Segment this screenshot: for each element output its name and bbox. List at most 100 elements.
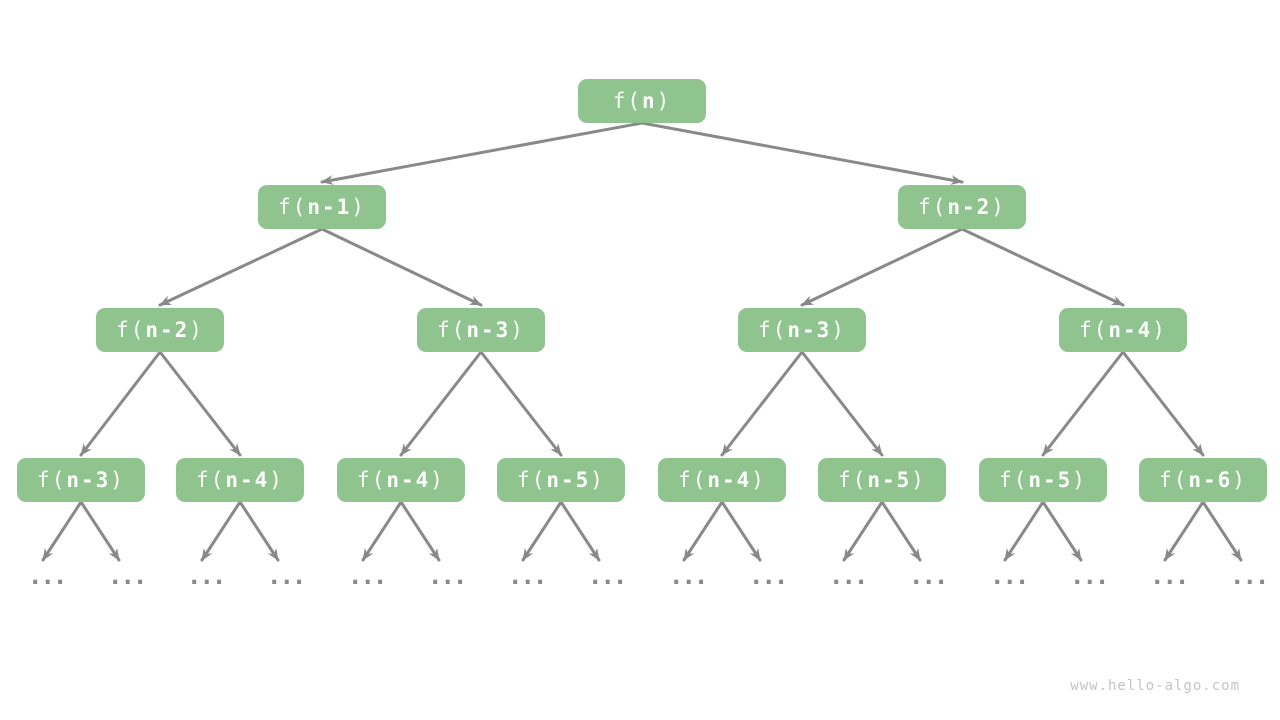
edge-arrow (521, 500, 563, 562)
ellipsis-leaf: ... (1070, 562, 1109, 590)
node-label: f( (918, 195, 948, 219)
edge-arrow (842, 500, 884, 562)
node-label: ) (590, 468, 605, 492)
ellipsis-leaf: ... (1150, 562, 1189, 590)
node-label: f( (1079, 318, 1109, 342)
tree-node: f(n-4) (176, 458, 304, 502)
edge-arrow (1201, 500, 1243, 562)
node-label: f( (437, 318, 467, 342)
node-label: f( (838, 468, 868, 492)
node-label-bold: n-4 (1108, 318, 1153, 342)
edge-arrow (559, 500, 601, 562)
edge-arrow (361, 500, 403, 562)
tree-node: f(n-3) (417, 308, 545, 352)
node-label: f( (612, 89, 642, 113)
node-label: ) (1232, 468, 1247, 492)
node-label: ) (510, 318, 525, 342)
ellipsis-leaf: ... (749, 562, 788, 590)
edge-arrow (800, 350, 884, 457)
node-label: ) (430, 468, 445, 492)
edge-arrow (158, 227, 324, 307)
watermark: www.hello-algo.com (1070, 678, 1240, 694)
ellipsis-leaf: ... (508, 562, 547, 590)
ellipsis-leaf: ... (428, 562, 467, 590)
node-label: ) (110, 468, 125, 492)
node-label-bold: n-3 (66, 468, 111, 492)
edge-arrow (158, 350, 242, 457)
node-label-bold: n-2 (947, 195, 992, 219)
node-label: f( (1159, 468, 1189, 492)
edge-arrow (1003, 500, 1045, 562)
tree-node: f(n-4) (658, 458, 786, 502)
edge-arrow (200, 500, 242, 562)
node-label: ) (831, 318, 846, 342)
node-label: ) (911, 468, 926, 492)
node-label-bold: n-3 (466, 318, 511, 342)
tree-node: f(n-5) (979, 458, 1107, 502)
node-label: f( (37, 468, 67, 492)
edge-arrow (720, 500, 762, 562)
edge-arrow (640, 121, 964, 185)
node-label-bold: n-3 (787, 318, 832, 342)
tree-node: f(n-3) (17, 458, 145, 502)
edge-arrow (79, 500, 121, 562)
ellipsis-leaf: ... (909, 562, 948, 590)
edge-arrow (720, 350, 804, 457)
edge-arrow (800, 227, 964, 307)
node-label: ) (1072, 468, 1087, 492)
ellipsis-leaf: ... (28, 562, 67, 590)
edge-arrow (320, 121, 644, 185)
node-label: f( (678, 468, 708, 492)
tree-node: f(n-3) (738, 308, 866, 352)
ellipsis-leaf: ... (588, 562, 627, 590)
edge-arrow (399, 350, 483, 457)
node-label: ) (351, 195, 366, 219)
tree-node: f(n-1) (258, 185, 386, 229)
edge-arrow (479, 350, 563, 457)
node-label: f( (357, 468, 387, 492)
ellipsis-leaf: ... (267, 562, 306, 590)
tree-node: f(n-5) (497, 458, 625, 502)
ellipsis-leaf: ... (187, 562, 226, 590)
node-label: ) (189, 318, 204, 342)
edge-arrow (320, 227, 483, 307)
ellipsis-leaf: ... (1230, 562, 1269, 590)
ellipsis-leaf: ... (669, 562, 708, 590)
node-label-bold: n-4 (386, 468, 431, 492)
edges-level4 (41, 500, 1243, 562)
edge-arrow (1121, 350, 1205, 457)
node-label: ) (269, 468, 284, 492)
tree-node-root: f(n) (578, 79, 706, 123)
edge-arrow (238, 500, 280, 562)
edge-arrow (399, 500, 441, 562)
node-label: f( (116, 318, 146, 342)
node-label: f( (999, 468, 1029, 492)
edge-arrow (880, 500, 922, 562)
node-label-bold: n-5 (1028, 468, 1073, 492)
node-label: f( (278, 195, 308, 219)
ellipsis-leaf: ... (348, 562, 387, 590)
node-label: ) (656, 89, 672, 113)
ellipsis-leaf: ... (108, 562, 147, 590)
node-label-bold: n-5 (546, 468, 591, 492)
node-label-bold: n-5 (867, 468, 912, 492)
node-label: ) (751, 468, 766, 492)
node-label-bold: n-1 (307, 195, 352, 219)
node-label-bold: n (641, 89, 657, 113)
edge-arrow (1041, 350, 1125, 457)
edge-arrow (682, 500, 724, 562)
tree-node: f(n-4) (1059, 308, 1187, 352)
tree-node: f(n-6) (1139, 458, 1267, 502)
edges-level2 (158, 227, 1125, 307)
node-label-bold: n-6 (1188, 468, 1233, 492)
edge-arrow (1041, 500, 1083, 562)
edge-arrow (79, 350, 162, 457)
tree-node: f(n-5) (818, 458, 946, 502)
tree-node: f(n-4) (337, 458, 465, 502)
edge-arrow (960, 227, 1125, 307)
node-label-bold: n-4 (707, 468, 752, 492)
edge-arrow (1163, 500, 1205, 562)
node-label: f( (517, 468, 547, 492)
